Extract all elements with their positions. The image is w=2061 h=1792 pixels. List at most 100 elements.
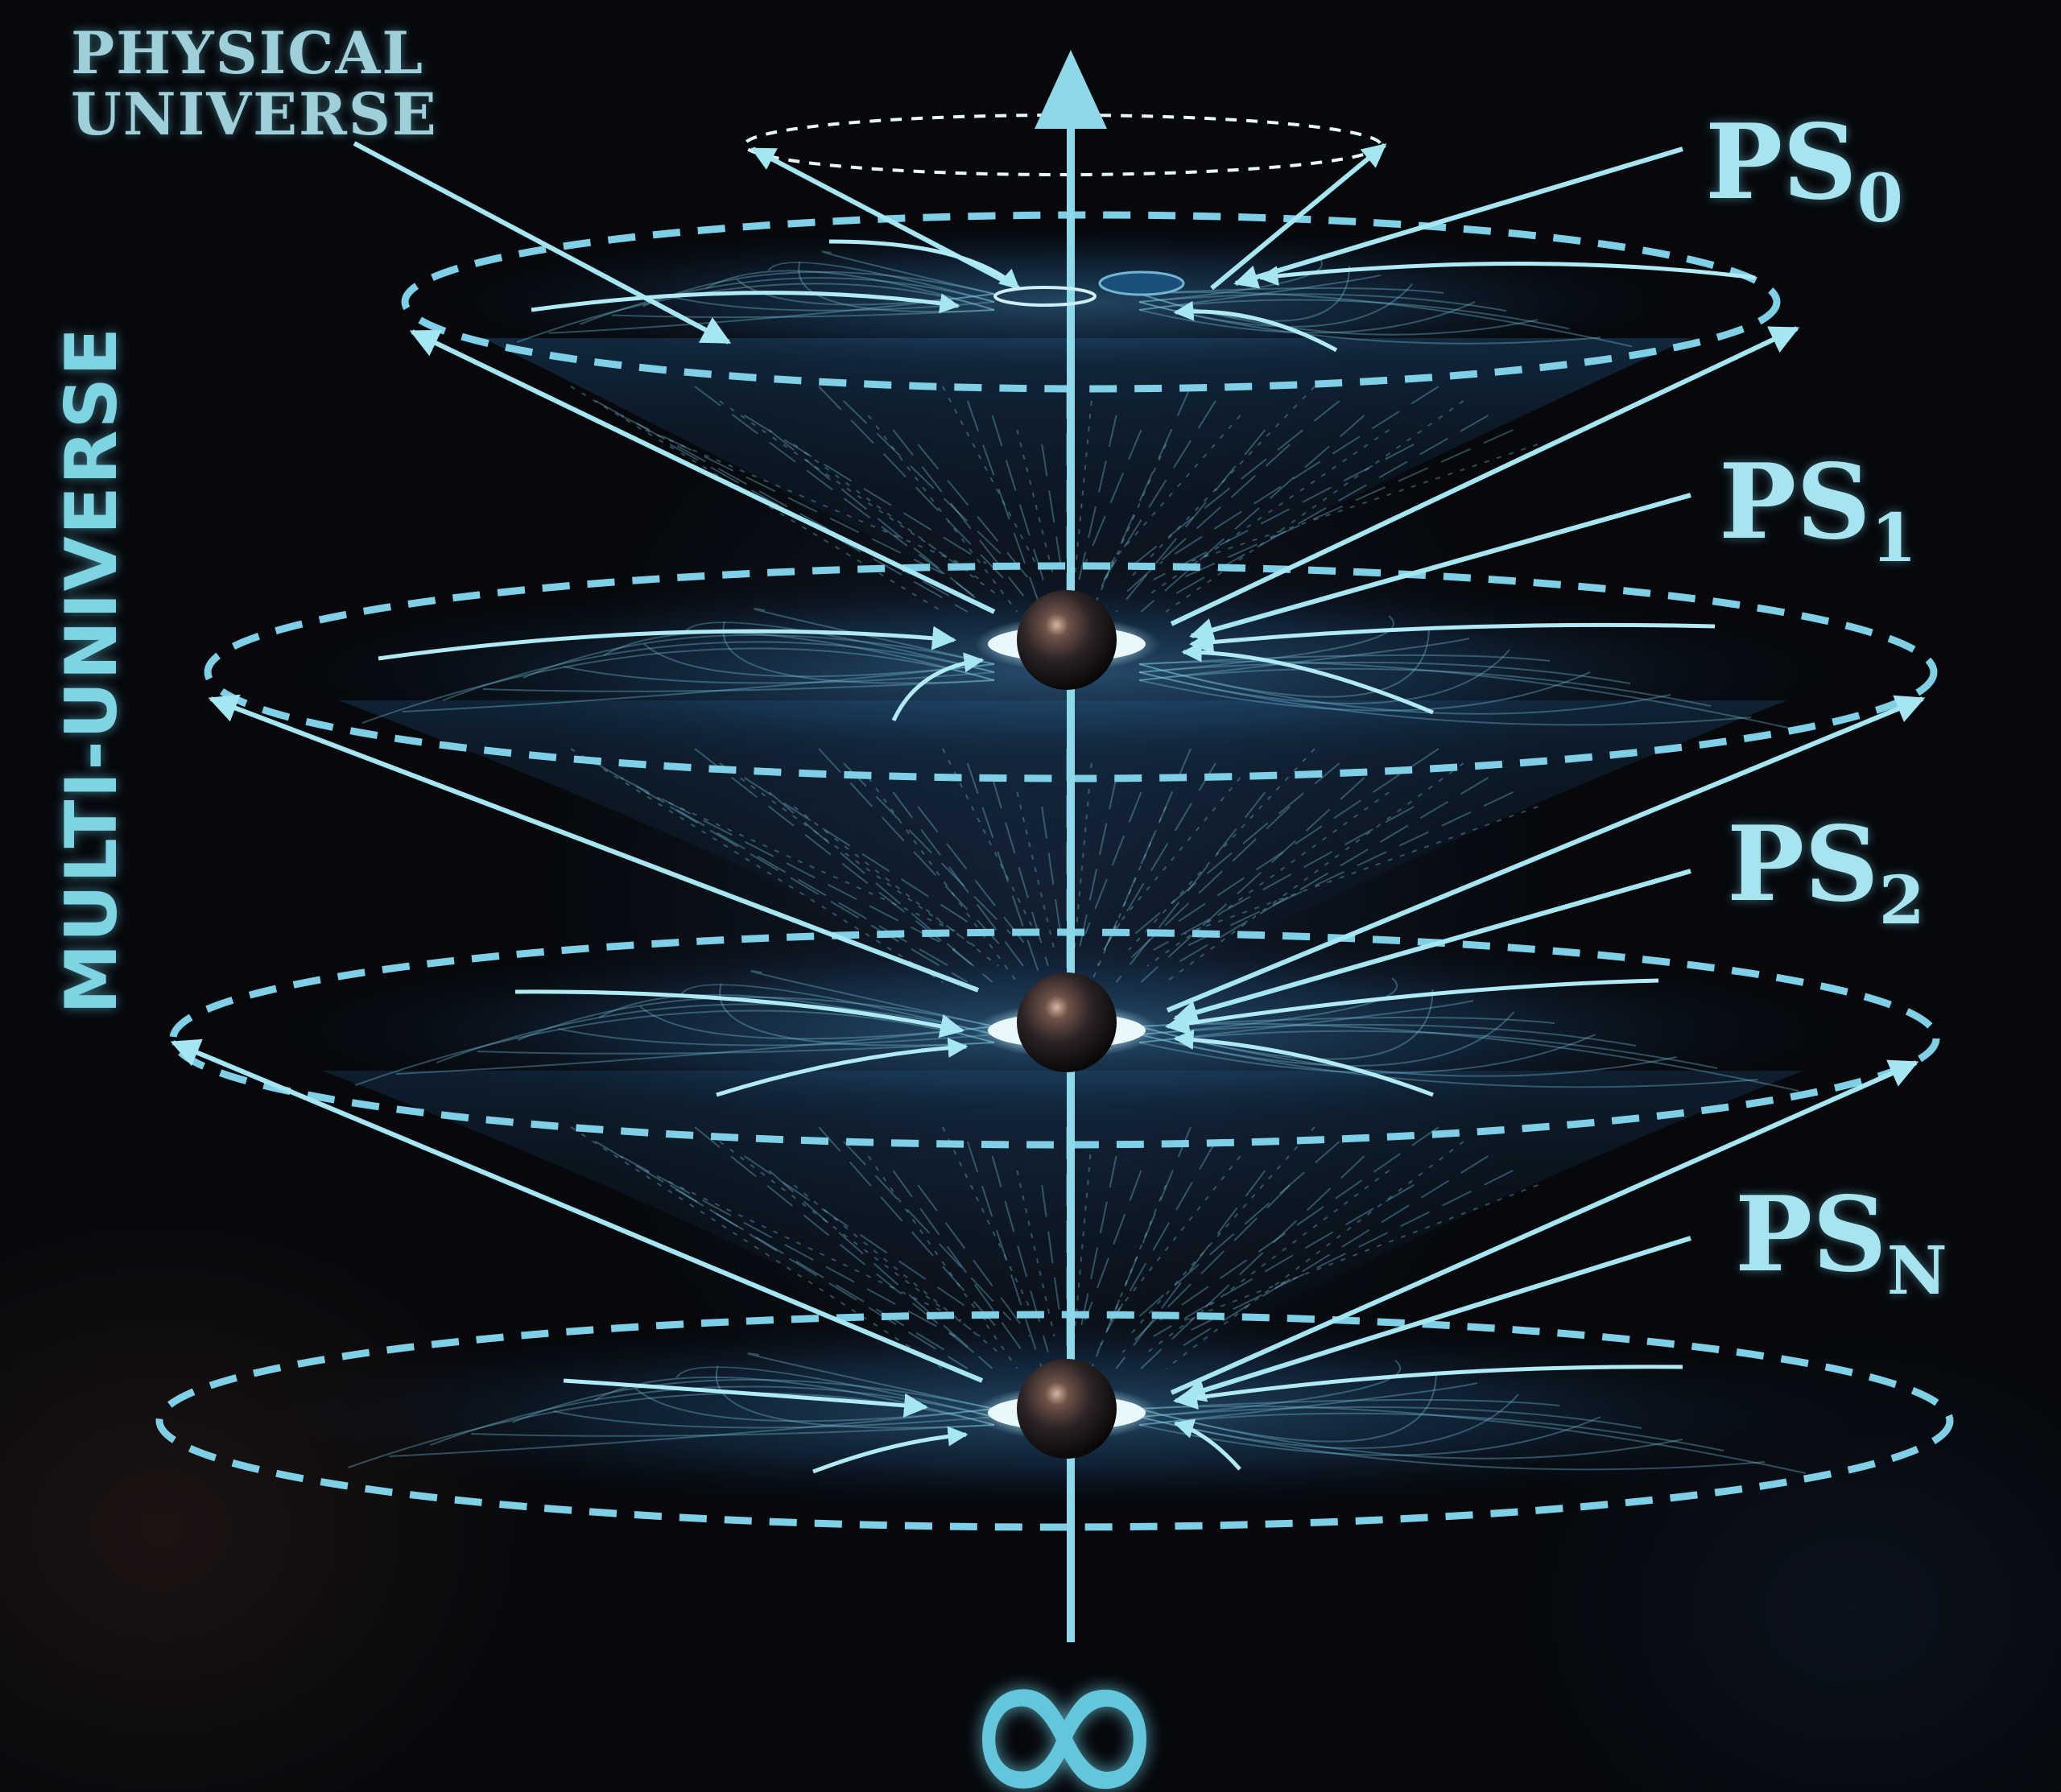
field-streak <box>669 806 969 983</box>
field-streak <box>620 1155 956 1337</box>
field-streak <box>719 400 981 580</box>
plane-label-ps2: PS2 <box>1727 813 1925 934</box>
field-streak <box>768 429 993 613</box>
multi-universe-label: MULTI-UNIVERSE <box>50 325 133 1014</box>
field-streak <box>917 444 1030 580</box>
field-streak <box>843 762 1012 935</box>
field-line <box>1138 660 1792 729</box>
field-line <box>1138 1371 1437 1443</box>
field-line <box>643 643 995 678</box>
field-line <box>1138 663 1671 715</box>
field-streak <box>1153 806 1415 951</box>
field-line <box>1138 256 1324 303</box>
field-line <box>1138 1406 1642 1429</box>
field-streak <box>1090 444 1167 613</box>
field-line <box>1138 989 1434 1060</box>
field-line <box>1138 291 1633 348</box>
plane-label-ps0: PS0 <box>1705 111 1903 232</box>
field-streak <box>1134 400 1340 564</box>
field-streak <box>1159 386 1439 564</box>
field-line <box>442 641 995 701</box>
field-line <box>558 1028 995 1047</box>
plane-prefix: PS <box>1727 804 1879 925</box>
field-streak <box>1183 444 1539 564</box>
field-streak <box>1159 748 1439 935</box>
field-streak <box>1041 806 1062 935</box>
field-line <box>821 250 995 295</box>
field-line <box>767 262 995 303</box>
field-streak <box>1140 1155 1365 1369</box>
field-line <box>1138 301 1601 345</box>
field-streak <box>620 415 956 580</box>
field-streak <box>1178 791 1514 951</box>
field-line <box>715 1365 995 1429</box>
field-streak <box>966 400 1043 613</box>
field-streak <box>1178 1170 1514 1337</box>
field-line <box>1138 1022 1799 1092</box>
field-streak <box>694 386 975 597</box>
black-sphere-icon <box>974 1359 1159 1459</box>
field-streak <box>793 1184 999 1353</box>
field-streak <box>1078 415 1117 580</box>
field-line <box>395 1026 995 1075</box>
field-streak <box>768 1170 993 1369</box>
field-streak <box>892 1170 1024 1353</box>
field-line <box>642 270 995 308</box>
field-line <box>1138 1011 1515 1067</box>
field-line <box>1138 1382 1478 1426</box>
field-streak <box>1140 415 1365 613</box>
ellipse-ps2 <box>169 928 1940 1149</box>
field-streak <box>768 791 993 983</box>
field-line <box>1138 671 1752 726</box>
field-streak <box>867 415 1018 613</box>
field-line <box>1138 615 1394 673</box>
field-line <box>1138 626 1430 698</box>
plane-subscript: 0 <box>1857 159 1903 237</box>
field-line <box>1138 1034 1758 1088</box>
field-streak <box>1153 1184 1415 1337</box>
field-streak <box>892 429 1024 597</box>
field-line <box>477 1042 995 1055</box>
field-streak <box>1041 1184 1062 1321</box>
connector-arrows <box>170 141 1926 1402</box>
field-streak <box>1146 791 1390 967</box>
field-line <box>1138 1023 1637 1047</box>
field-line <box>1138 1026 1677 1077</box>
field-streak <box>1109 1155 1241 1321</box>
field-line <box>1138 1000 1474 1043</box>
field-line <box>580 277 995 325</box>
field-streak <box>966 1141 1043 1369</box>
field-line <box>1138 667 1712 707</box>
field-streak <box>1090 806 1167 983</box>
field-streak <box>1084 791 1142 935</box>
field-streak <box>570 386 944 613</box>
field-streak <box>1165 762 1464 983</box>
field-line <box>1138 977 1398 1035</box>
field-streak <box>744 777 987 935</box>
black-sphere-icon <box>974 972 1159 1072</box>
field-line <box>1138 1030 1718 1069</box>
field-streak <box>1084 429 1142 564</box>
field-line <box>750 970 995 1027</box>
physical-universe-line1: PHYSICAL <box>71 19 425 87</box>
field-streak <box>1109 777 1241 935</box>
field-line <box>754 608 995 665</box>
field-streak <box>1165 1141 1464 1369</box>
field-line <box>389 1408 995 1457</box>
black-sphere-icon <box>974 590 1159 690</box>
field-streak <box>1121 806 1291 967</box>
field-streak <box>1128 1126 1315 1337</box>
field-streak <box>1171 777 1489 967</box>
plane-subscript: N <box>1886 1232 1947 1310</box>
ps0-center-ovals <box>993 270 1185 307</box>
field-streak <box>1171 1155 1489 1353</box>
field-line <box>553 1410 995 1429</box>
field-streak <box>1115 791 1266 983</box>
field-line <box>471 1424 995 1437</box>
field-streak <box>1103 762 1216 951</box>
field-line <box>1138 293 1507 312</box>
field-streak <box>1121 444 1291 597</box>
field-line <box>1138 299 1570 330</box>
field-line <box>1138 287 1444 295</box>
